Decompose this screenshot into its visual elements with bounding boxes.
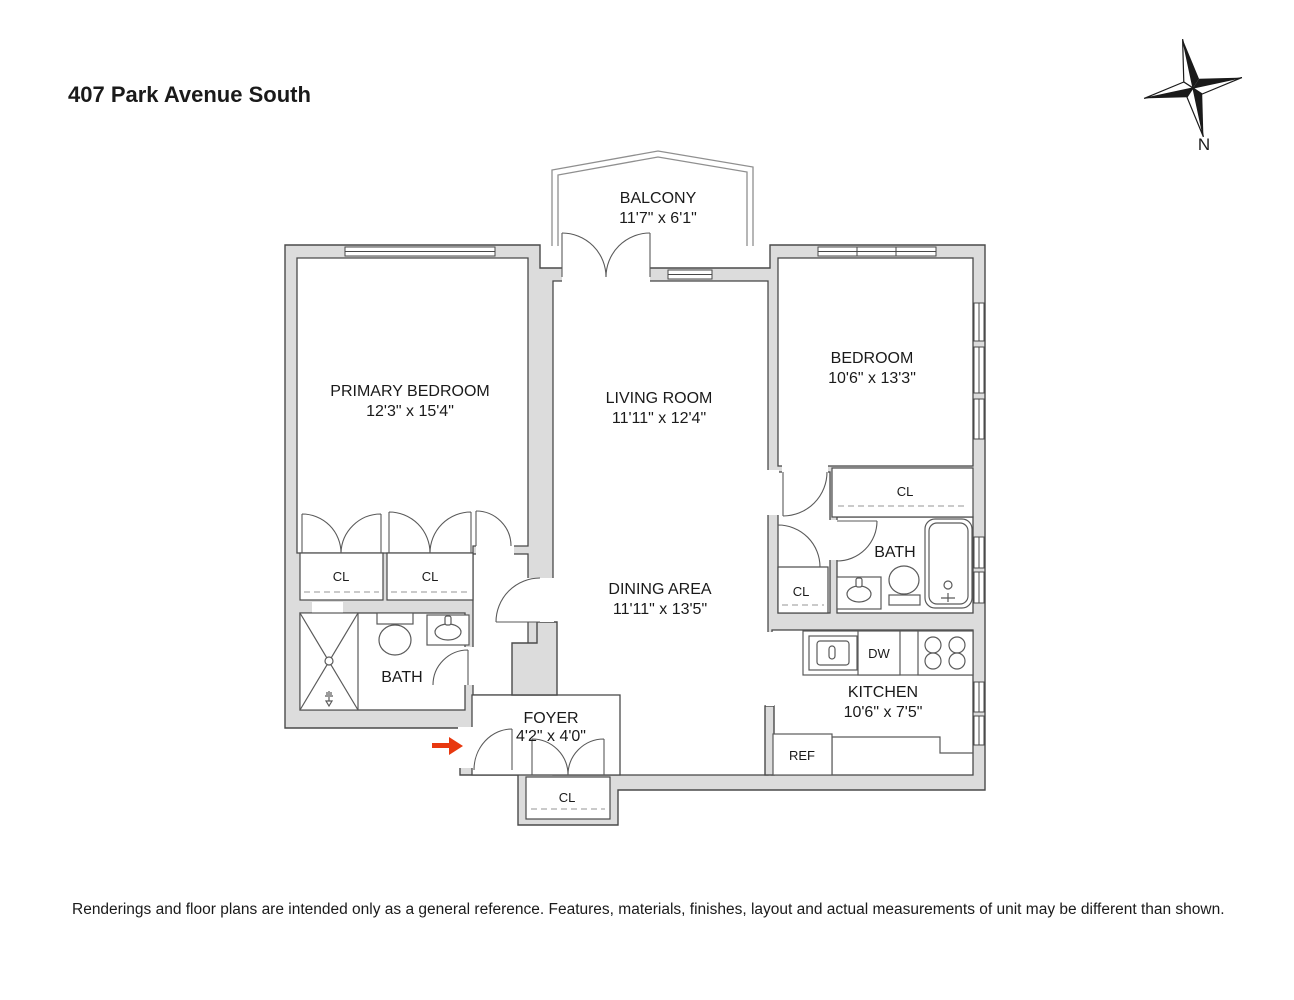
label-kitchen: KITCHEN bbox=[848, 684, 918, 701]
label-foyer: FOYER bbox=[523, 710, 578, 727]
label-balcony: BALCONY bbox=[620, 190, 697, 207]
opening-bath-second-door bbox=[828, 520, 839, 560]
opening-primary-bedroom-door bbox=[476, 545, 514, 555]
door-arc bbox=[473, 728, 513, 771]
label-bath-primary: BATH bbox=[381, 669, 422, 686]
opening-dining-kitchen bbox=[766, 632, 774, 706]
label-foyer-dims: 4'2" x 4'0" bbox=[516, 728, 586, 745]
closet-box bbox=[525, 776, 611, 820]
wall-jog-foyer bbox=[511, 621, 558, 696]
door-arc bbox=[495, 577, 541, 623]
stove bbox=[917, 630, 974, 676]
door-arc bbox=[301, 513, 342, 554]
label-living-room-dims: 11'11" x 12'4" bbox=[612, 410, 706, 427]
door-arc bbox=[777, 524, 821, 568]
compass-point bbox=[1193, 77, 1242, 88]
closet-box bbox=[831, 467, 974, 518]
room-living-dining bbox=[552, 280, 769, 776]
label-dining-area: DINING AREA bbox=[608, 581, 711, 598]
compass-point bbox=[1193, 88, 1204, 137]
label-balcony-dims: 11'7" x 6'1" bbox=[619, 210, 697, 227]
label-bath-second: BATH bbox=[874, 544, 915, 561]
label-closet: CL bbox=[559, 790, 576, 805]
wall-niche bbox=[312, 602, 343, 613]
opening-dining-corridor bbox=[527, 578, 554, 622]
label-dishwasher: DW bbox=[868, 646, 890, 661]
label-closet: CL bbox=[422, 569, 439, 584]
label-primary-bedroom: PRIMARY BEDROOM bbox=[330, 383, 489, 400]
door-arc bbox=[531, 738, 569, 776]
doors bbox=[301, 232, 878, 776]
refrigerator-box bbox=[772, 733, 833, 776]
label-kitchen-dims: 10'6" x 7'5" bbox=[844, 704, 923, 721]
label-bedroom-dims: 10'6" x 13'3" bbox=[828, 370, 916, 387]
label-refrigerator: REF bbox=[789, 748, 815, 763]
disclaimer-text: Renderings and floor plans are intended … bbox=[72, 901, 1225, 918]
sink bbox=[836, 576, 882, 610]
door-arc bbox=[561, 232, 607, 278]
label-dining-area-dims: 11'11" x 13'5" bbox=[613, 601, 707, 618]
entry-arrow bbox=[432, 737, 463, 755]
closets bbox=[299, 467, 974, 820]
label-closet: CL bbox=[793, 584, 810, 599]
page-title: 407 Park Avenue South bbox=[68, 82, 311, 107]
compass-point bbox=[1144, 88, 1193, 99]
room-primary-bedroom bbox=[296, 257, 529, 554]
toilet bbox=[376, 612, 414, 656]
room-foyer bbox=[471, 694, 621, 776]
label-living-room: LIVING ROOM bbox=[606, 390, 713, 407]
compass-point bbox=[1182, 39, 1199, 88]
door-arc bbox=[605, 232, 651, 278]
room-bedroom bbox=[777, 257, 974, 467]
door-arc bbox=[432, 649, 469, 686]
balcony-railing bbox=[551, 150, 754, 246]
door-arc bbox=[429, 511, 472, 554]
door-arc bbox=[836, 520, 878, 562]
door-arc bbox=[475, 510, 512, 547]
door-arc bbox=[340, 513, 382, 554]
compass-rose: N bbox=[1143, 38, 1243, 154]
door-arc bbox=[782, 471, 828, 517]
bathtub bbox=[924, 518, 973, 609]
label-primary-bedroom-dims: 12'3" x 15'4" bbox=[366, 403, 454, 420]
room-labels: BALCONY 11'7" x 6'1" PRIMARY BEDROOM 12'… bbox=[330, 190, 922, 805]
door-arc bbox=[388, 511, 431, 554]
label-closet: CL bbox=[333, 569, 350, 584]
label-closet: CL bbox=[897, 484, 914, 499]
label-bedroom: BEDROOM bbox=[831, 350, 914, 367]
opening-hallway-door bbox=[767, 470, 779, 515]
door-arc bbox=[567, 738, 605, 776]
kitchen-sink bbox=[808, 635, 858, 671]
shower bbox=[299, 612, 359, 711]
fixtures bbox=[299, 518, 974, 776]
opening-entry-door bbox=[458, 727, 474, 768]
windows bbox=[344, 246, 985, 746]
sink bbox=[426, 614, 470, 646]
dishwasher-box bbox=[857, 630, 901, 676]
compass-north-label: N bbox=[1198, 135, 1210, 154]
toilet bbox=[888, 565, 921, 606]
opening-bedroom-door bbox=[782, 464, 828, 474]
